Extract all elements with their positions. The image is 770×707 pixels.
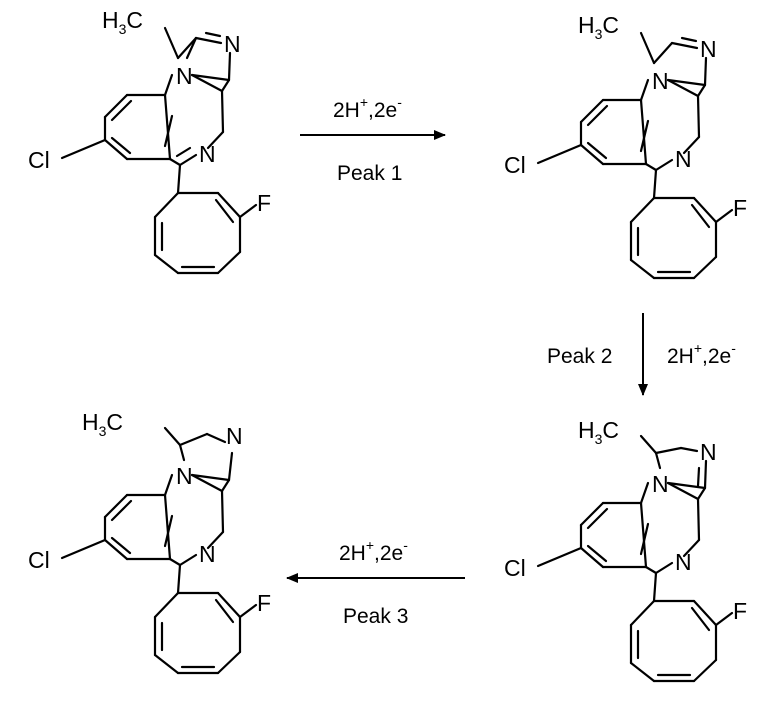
electron-charge: - (397, 94, 402, 110)
atom-n: N (675, 549, 692, 575)
atom-cl: Cl (28, 547, 50, 573)
methyl-c: C (106, 409, 123, 435)
molecule-tetrahydro-intermediate: H3C N N N Cl F (504, 417, 747, 683)
molecule-final-product: H3C N N N Cl F (28, 409, 271, 675)
electron-charge: - (403, 537, 408, 553)
svg-text:H3C: H3C (578, 417, 619, 447)
conditions-prefix: 2H (667, 345, 694, 368)
atom-n: N (176, 463, 193, 489)
atom-n: N (675, 146, 692, 172)
atom-n: N (199, 141, 216, 167)
methyl-h: H (578, 12, 595, 38)
svg-text:H3C: H3C (82, 409, 123, 439)
atom-cl: Cl (504, 555, 526, 581)
atom-cl: Cl (504, 152, 526, 178)
methyl-h: H (578, 417, 595, 443)
methyl-sub: 3 (99, 423, 107, 439)
conditions-suffix: ,2e (702, 345, 731, 368)
svg-text:2H+,2e-: 2H+,2e- (339, 537, 408, 565)
methyl-c: C (126, 7, 143, 33)
conditions-suffix: ,2e (368, 99, 397, 122)
proton-charge: + (694, 340, 702, 356)
methyl-h: H (82, 409, 99, 435)
svg-text:2H+,2e-: 2H+,2e- (333, 94, 402, 122)
proton-charge: + (366, 537, 374, 553)
svg-text:H3C: H3C (102, 7, 143, 37)
conditions-prefix: 2H (339, 542, 366, 565)
reaction-arrow-step1: 2H+,2e- Peak 1 (300, 94, 446, 185)
methyl-c: C (602, 417, 619, 443)
conditions-suffix: ,2e (374, 542, 403, 565)
molecule-midazolam: H3C N N N Cl F (28, 7, 271, 275)
atom-f: F (733, 195, 747, 221)
atom-n: N (224, 31, 241, 57)
atom-n: N (700, 36, 717, 62)
step-label: Peak 3 (343, 605, 408, 628)
methyl-sub: 3 (595, 26, 603, 42)
reaction-arrow-step2: Peak 2 2H+,2e- (547, 313, 736, 396)
atom-f: F (257, 590, 271, 616)
reaction-arrow-step3: 2H+,2e- Peak 3 (286, 537, 465, 628)
atom-n: N (176, 63, 193, 89)
atom-n: N (652, 68, 669, 94)
atom-n: N (652, 471, 669, 497)
atom-f: F (257, 190, 271, 216)
proton-charge: + (360, 94, 368, 110)
step-label: Peak 2 (547, 345, 612, 368)
methyl-sub: 3 (595, 431, 603, 447)
atom-n: N (226, 423, 243, 449)
molecule-dihydro-product: H3C N N N Cl F (504, 12, 747, 280)
atom-n: N (700, 439, 717, 465)
atom-n: N (199, 541, 216, 567)
svg-text:2H+,2e-: 2H+,2e- (667, 340, 736, 368)
atom-f: F (733, 598, 747, 624)
step-label: Peak 1 (337, 162, 402, 185)
atom-cl: Cl (28, 147, 50, 173)
electron-charge: - (731, 340, 736, 356)
methyl-sub: 3 (119, 21, 127, 37)
conditions-prefix: 2H (333, 99, 360, 122)
methyl-c: C (602, 12, 619, 38)
svg-text:H3C: H3C (578, 12, 619, 42)
methyl-h: H (102, 7, 119, 33)
